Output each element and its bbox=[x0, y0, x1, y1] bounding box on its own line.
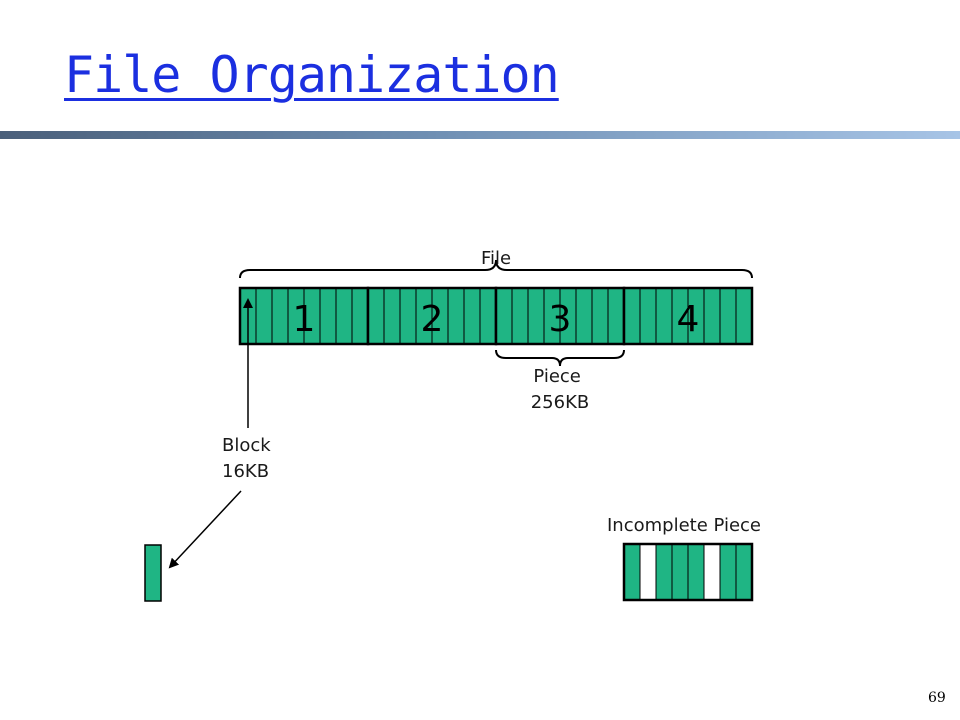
file-block bbox=[479, 287, 497, 345]
file-block bbox=[463, 287, 481, 345]
incomplete-piece bbox=[622, 542, 754, 602]
piece-number: 3 bbox=[549, 299, 572, 340]
file-bar: 1 2 3 4 bbox=[238, 286, 754, 346]
file-label: File bbox=[481, 248, 511, 269]
file-block bbox=[655, 287, 673, 345]
incomplete-block-filled bbox=[655, 543, 673, 601]
piece-number: 1 bbox=[293, 299, 316, 340]
file-block bbox=[719, 287, 737, 345]
piece-brace bbox=[495, 349, 625, 367]
file-block bbox=[495, 287, 513, 345]
file-block bbox=[703, 287, 721, 345]
incomplete-block-empty bbox=[639, 543, 657, 601]
file-piece-4 bbox=[622, 286, 754, 346]
piece-number: 4 bbox=[677, 299, 700, 340]
file-block bbox=[527, 287, 545, 345]
file-block bbox=[335, 287, 353, 345]
incomplete-block-filled bbox=[719, 543, 737, 601]
incomplete-piece-label: Incomplete Piece bbox=[607, 515, 761, 536]
file-block bbox=[447, 287, 465, 345]
file-block bbox=[255, 287, 273, 345]
single-block bbox=[144, 544, 162, 602]
file-block bbox=[319, 287, 337, 345]
file-block bbox=[367, 287, 385, 345]
piece-number: 2 bbox=[421, 299, 444, 340]
slide-title: File Organization bbox=[64, 46, 560, 104]
file-block bbox=[351, 287, 369, 345]
title-divider bbox=[0, 131, 960, 139]
incomplete-piece-outline bbox=[622, 542, 754, 602]
incomplete-block-filled bbox=[671, 543, 689, 601]
file-block bbox=[383, 287, 401, 345]
file-block bbox=[271, 287, 289, 345]
block-label: Block 16KB bbox=[222, 435, 276, 482]
file-block bbox=[639, 287, 657, 345]
file-block bbox=[511, 287, 529, 345]
file-block bbox=[735, 287, 753, 345]
incomplete-block-filled bbox=[735, 543, 753, 601]
file-block bbox=[591, 287, 609, 345]
file-brace bbox=[239, 259, 753, 279]
file-block bbox=[623, 287, 641, 345]
page-number: 69 bbox=[928, 690, 946, 706]
block-arrow-down bbox=[168, 490, 242, 569]
incomplete-block-empty bbox=[703, 543, 721, 601]
file-block bbox=[575, 287, 593, 345]
incomplete-block-filled bbox=[623, 543, 641, 601]
file-block bbox=[399, 287, 417, 345]
piece-label: Piece 256KB bbox=[531, 366, 590, 413]
file-block bbox=[607, 287, 625, 345]
incomplete-block-filled bbox=[687, 543, 705, 601]
